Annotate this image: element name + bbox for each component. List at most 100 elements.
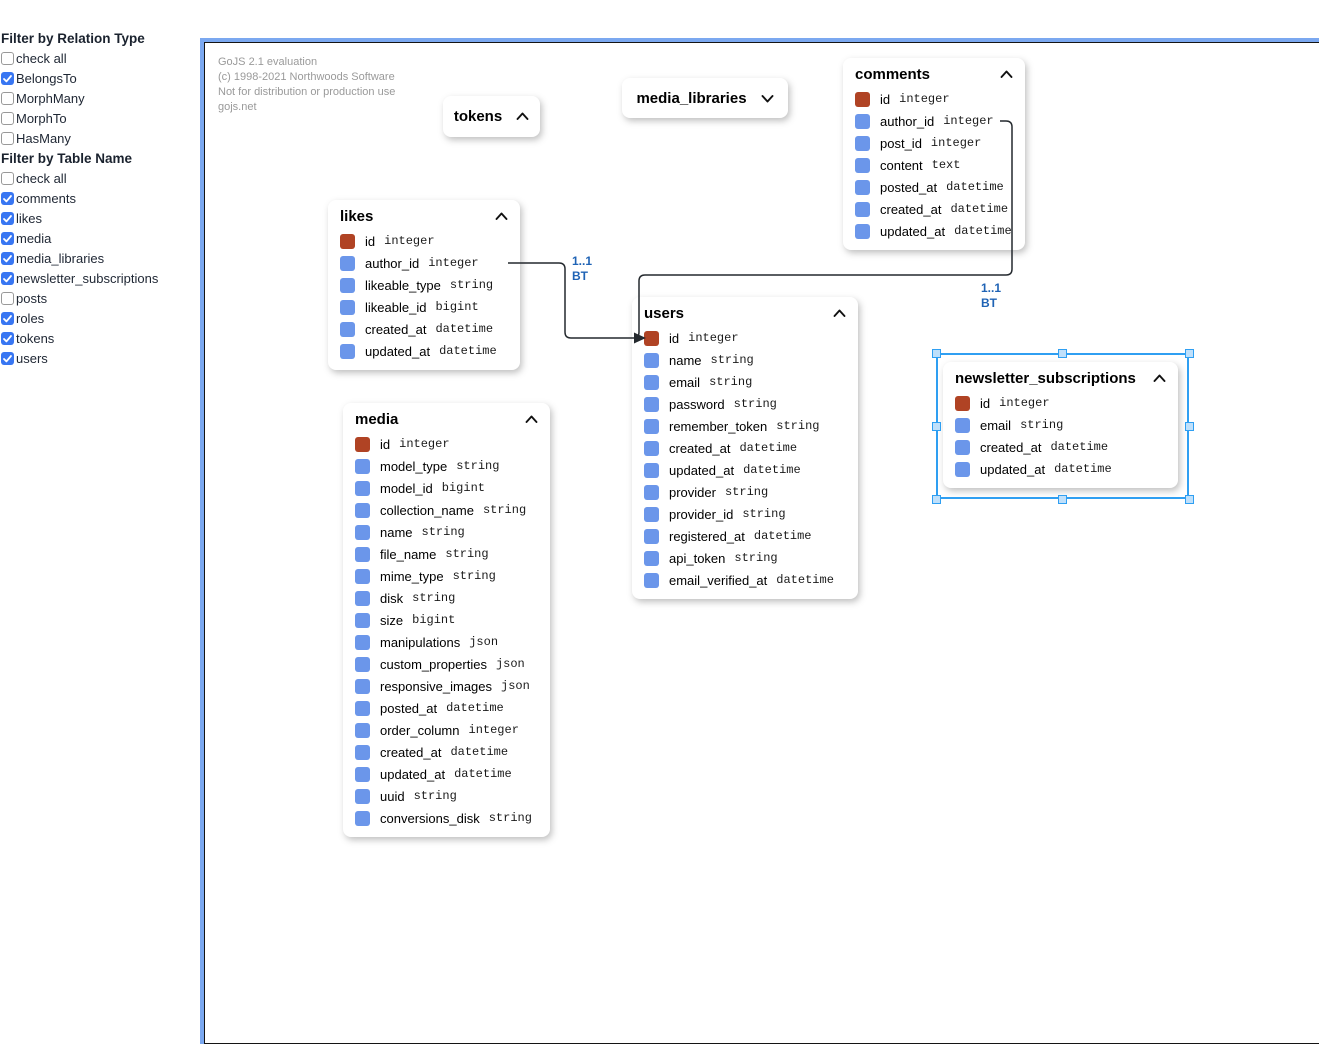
table-header: tokens	[454, 108, 529, 125]
selection-handle[interactable]	[1184, 348, 1194, 358]
field-type: bigint	[412, 613, 456, 627]
filter-row-table-8[interactable]: tokens	[1, 328, 201, 348]
field-type: datetime	[450, 745, 509, 759]
filter-row-table-0[interactable]: check all	[1, 168, 201, 188]
table-header: newsletter_subscriptions	[955, 368, 1166, 388]
filter-row-relation-2[interactable]: MorphMany	[1, 88, 201, 108]
field-type: datetime	[950, 202, 1009, 216]
filter-label: check all	[16, 170, 67, 186]
table-header: comments	[855, 64, 1013, 84]
chevron-up-icon[interactable]	[833, 309, 846, 318]
selection-handle[interactable]	[1184, 421, 1194, 431]
watermark-line: GoJS 2.1 evaluation	[218, 56, 318, 68]
table-node-media_libraries[interactable]: media_libraries	[622, 78, 788, 118]
selection-handle[interactable]	[1184, 494, 1194, 504]
selection-handle[interactable]	[931, 348, 941, 358]
chevron-up-icon[interactable]	[1000, 70, 1013, 79]
checkbox-likes[interactable]	[1, 211, 14, 225]
filter-row-table-3[interactable]: media	[1, 228, 201, 248]
field-name: collection_name	[380, 502, 474, 518]
field-type: string	[413, 789, 457, 803]
filter-row-table-1[interactable]: comments	[1, 188, 201, 208]
field-icon	[644, 396, 659, 412]
field-icon	[340, 343, 355, 359]
field-type: string	[733, 397, 777, 411]
field-name: author_id	[880, 113, 935, 129]
filter-row-table-4[interactable]: media_libraries	[1, 248, 201, 268]
checkbox-posts[interactable]	[1, 291, 14, 305]
field-type: integer	[399, 437, 450, 451]
chevron-up-icon[interactable]	[1153, 374, 1166, 383]
chevron-up-icon[interactable]	[495, 212, 508, 221]
field-icon	[355, 722, 370, 738]
field-icon	[340, 255, 355, 271]
filter-row-relation-3[interactable]: MorphTo	[1, 108, 201, 128]
table-header: media	[355, 409, 538, 429]
filter-row-table-7[interactable]: roles	[1, 308, 201, 328]
checkbox-media_libraries[interactable]	[1, 251, 14, 265]
field-icon	[340, 299, 355, 315]
selection-handle[interactable]	[1058, 348, 1067, 358]
chevron-down-icon[interactable]	[761, 94, 774, 103]
filter-row-relation-0[interactable]: check all	[1, 48, 201, 68]
selection-handle[interactable]	[1058, 494, 1067, 504]
checkbox-check-all[interactable]	[1, 51, 14, 65]
chevron-up-icon[interactable]	[525, 415, 538, 424]
filter-row-relation-1[interactable]: BelongsTo	[1, 68, 201, 88]
field-name: id	[980, 395, 991, 411]
field-name: id	[365, 233, 376, 249]
checkbox-users[interactable]	[1, 351, 14, 365]
filter-row-table-5[interactable]: newsletter_subscriptions	[1, 268, 201, 288]
table-title: newsletter_subscriptions	[955, 369, 1136, 387]
checkbox-comments[interactable]	[1, 191, 14, 205]
field-type: integer	[999, 396, 1050, 410]
watermark-line: gojs.net	[218, 101, 257, 113]
field-icon	[855, 157, 870, 173]
field-type: bigint	[435, 300, 479, 314]
checkbox-tokens[interactable]	[1, 331, 14, 345]
filter-label: check all	[16, 50, 67, 66]
filter-row-table-2[interactable]: likes	[1, 208, 201, 228]
field-icon	[644, 352, 659, 368]
checkbox-BelongsTo[interactable]	[1, 71, 14, 85]
field-icon	[644, 374, 659, 390]
checkbox-MorphTo[interactable]	[1, 111, 14, 125]
filter-row-relation-4[interactable]: HasMany	[1, 128, 201, 148]
table-title: media_libraries	[636, 89, 747, 107]
field-type: string	[449, 278, 494, 292]
field-type: string	[710, 353, 754, 367]
checkbox-check-all[interactable]	[1, 171, 14, 185]
field-icon	[355, 612, 370, 628]
filter-row-table-9[interactable]: users	[1, 348, 201, 368]
checkbox-media[interactable]	[1, 231, 14, 245]
key-field-icon	[855, 91, 870, 107]
checkbox-roles[interactable]	[1, 311, 14, 325]
chevron-up-icon[interactable]	[516, 112, 529, 121]
table-node-tokens[interactable]: tokens	[443, 96, 540, 137]
relationship-link-likes.author_id[interactable]	[508, 262, 634, 339]
check-icon	[3, 314, 12, 322]
checkbox-HasMany[interactable]	[1, 131, 14, 145]
checkbox-newsletter_subscriptions[interactable]	[1, 271, 14, 285]
checkbox-MorphMany[interactable]	[1, 91, 14, 105]
selection-handle[interactable]	[931, 421, 941, 431]
filter-row-table-6[interactable]: posts	[1, 288, 201, 308]
selection-handle[interactable]	[931, 494, 941, 504]
